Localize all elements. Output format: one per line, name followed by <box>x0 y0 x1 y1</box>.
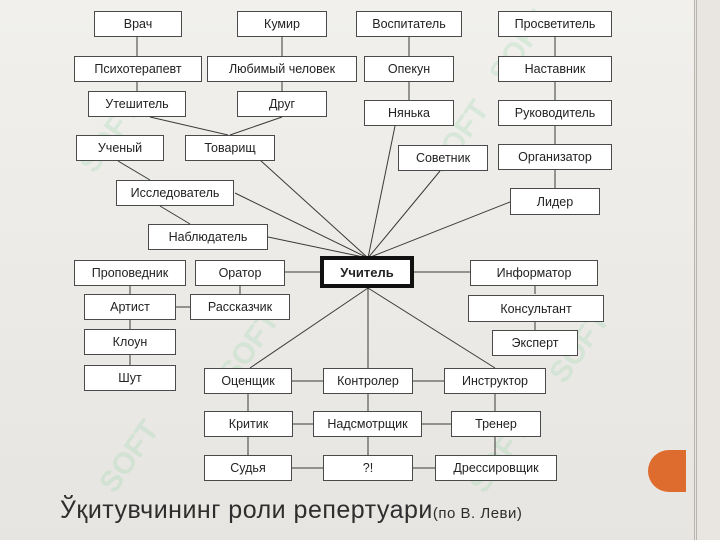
node-tovarishch: Товарищ <box>185 135 275 161</box>
node-prosvetitel: Просветитель <box>498 11 612 37</box>
node-artist: Артист <box>84 294 176 320</box>
slide-title: Ўқитувчининг роли репертуари(по В. Леви) <box>60 496 522 525</box>
node-opekun: Опекун <box>364 56 454 82</box>
node-propovednik: Проповедник <box>74 260 186 286</box>
node-instruktor: Инструктор <box>444 368 546 394</box>
node-kumir: Кумир <box>237 11 327 37</box>
node-kloun: Клоун <box>84 329 176 355</box>
node-trener: Тренер <box>451 411 541 437</box>
node-shut: Шут <box>84 365 176 391</box>
link-nyanka-uchitel <box>367 125 396 259</box>
link-nablyudatel-uchitel <box>267 236 369 259</box>
slide-edge-marker <box>648 450 686 492</box>
node-informator: Информатор <box>470 260 598 286</box>
node-issledovatel: Исследователь <box>116 180 234 206</box>
node-kontroler: Контролер <box>323 368 413 394</box>
link-drug-tovarishch <box>229 116 283 136</box>
node-nyanka: Нянька <box>364 100 454 126</box>
node-ekspert: Эксперт <box>492 330 578 356</box>
node-uchitel: Учитель <box>320 256 414 288</box>
node-sovetnik: Советник <box>398 145 488 171</box>
node-nablyudatel: Наблюдатель <box>148 224 268 250</box>
node-dressirovshchik: Дрессировщик <box>435 455 557 481</box>
slide-title-main: Ўқитувчининг роли репертуари <box>60 496 433 524</box>
node-nadsmotrshchik: Надсмотрщик <box>313 411 422 437</box>
node-vrach: Врач <box>94 11 182 37</box>
link-uchitel-instruktor <box>367 287 496 369</box>
node-uchenyi: Ученый <box>76 135 164 161</box>
node-unknown: ?! <box>323 455 413 481</box>
link-uchenyi-issledovatel <box>117 160 151 181</box>
node-drug: Друг <box>237 91 327 117</box>
link-issledovatel-nablyudatel <box>159 205 191 225</box>
link-uteshitel-tovarishch <box>149 116 229 136</box>
link-sovetnik-uchitel <box>367 170 441 259</box>
node-nastavnik: Наставник <box>498 56 612 82</box>
node-otsenshchik: Оценщик <box>204 368 292 394</box>
node-vospitatel: Воспитатель <box>356 11 462 37</box>
link-uchitel-otsenshchik <box>249 287 369 369</box>
node-orator: Оратор <box>195 260 285 286</box>
node-uteshitel: Утешитель <box>88 91 186 117</box>
node-lyubimyi-chelovek: Любимый человек <box>207 56 357 82</box>
link-issledovatel-uchitel <box>234 192 369 259</box>
node-psikhoterapevt: Психотерапевт <box>74 56 202 82</box>
node-kritik: Критик <box>204 411 293 437</box>
node-sudya: Судья <box>204 455 292 481</box>
slide-frame <box>694 0 720 540</box>
node-rasskazchik: Рассказчик <box>190 294 290 320</box>
node-organizator: Организатор <box>498 144 612 170</box>
node-rukovoditel: Руководитель <box>498 100 612 126</box>
link-tovarishch-uchitel <box>259 159 369 259</box>
node-lider: Лидер <box>510 188 600 215</box>
node-konsultant: Консультант <box>468 295 604 322</box>
link-lider-uchitel <box>367 201 511 259</box>
slide-title-note: (по В. Леви) <box>432 505 523 522</box>
